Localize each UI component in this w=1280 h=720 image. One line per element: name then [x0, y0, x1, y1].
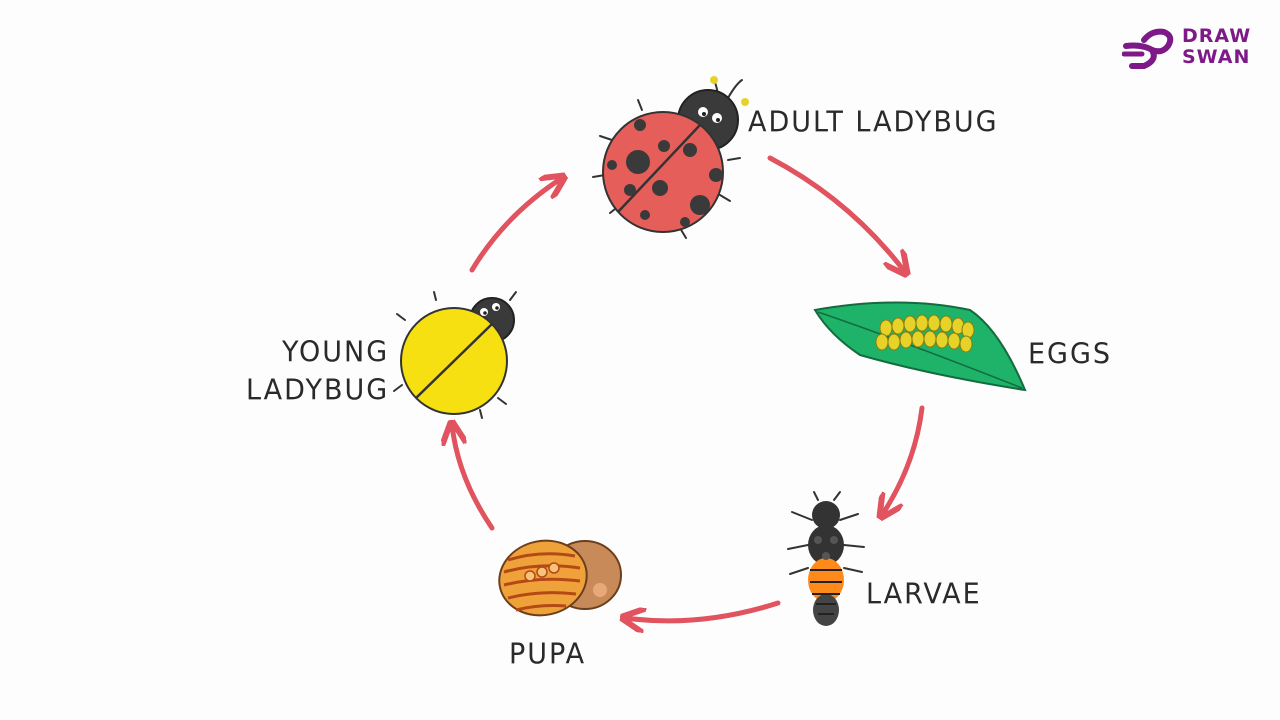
swan-logo-icon — [1121, 28, 1174, 69]
cycle-arrows — [452, 155, 925, 621]
arrow-pupa-to-young — [452, 425, 495, 531]
label-young-line1: YOUNG — [282, 336, 390, 369]
arrow-adult-to-eggs — [767, 155, 905, 272]
label-young-line2: LADYBUG — [246, 373, 390, 407]
label-larvae: LARVAE — [866, 578, 982, 611]
label-adult-ladybug: ADULT LADYBUG — [748, 106, 999, 139]
label-eggs: EGGS — [1028, 338, 1113, 371]
label-young-ladybug: YOUNG LADYBUG — [246, 334, 389, 409]
label-pupa: PUPA — [509, 638, 587, 671]
logo-line2: SWAN — [1182, 46, 1251, 68]
adult-ladybug-illustration — [592, 76, 749, 239]
logo-line1: DRAW — [1182, 25, 1252, 47]
arrow-young-to-adult — [469, 178, 562, 273]
larva-illustration — [787, 491, 865, 626]
arrow-eggs-to-larvae — [882, 405, 925, 515]
pupa-illustration — [498, 539, 622, 617]
drawswan-logo: DRAW SWAN — [1121, 25, 1262, 72]
arrow-larvae-to-pupa — [625, 600, 781, 621]
young-ladybug-illustration — [393, 291, 517, 419]
eggs-on-leaf-illustration — [813, 301, 1027, 392]
